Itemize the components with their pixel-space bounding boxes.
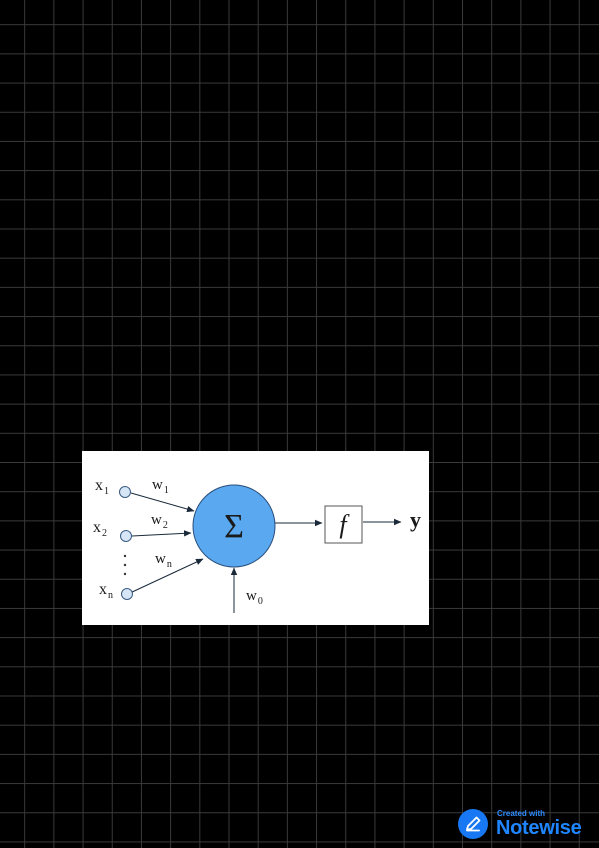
weight-label-2: w2 [151,512,168,531]
neuron-diagram: Σ f y x1 x2 xn w1 w2 wn w0 [82,451,429,625]
input-label-2: x2 [93,519,107,539]
bias-label: w0 [246,588,263,607]
neuron-body [192,484,276,568]
watermark-created-text: Created with [497,809,546,818]
input-node-2 [120,530,132,542]
ellipsis-dot [123,563,127,567]
output-label: y [410,507,421,532]
sum-symbol: Σ [224,508,244,545]
notewise-watermark: Created with Notewise [456,808,592,842]
weight-label-1: w1 [152,477,169,496]
input-label-1: x1 [95,477,109,497]
pencil-icon [458,809,488,839]
edge-x2 [131,530,192,537]
activation-label: f [339,510,350,539]
watermark-brand-name: Notewise [496,817,582,839]
activation-box [324,505,363,544]
input-label-n: xn [99,581,113,601]
input-node-n [121,588,133,600]
input-node-1 [119,486,131,498]
ellipsis-dot [123,554,127,558]
weight-label-n: wn [155,551,172,570]
ellipsis-dot [123,572,127,576]
neuron-svg: Σ f y x1 x2 xn w1 w2 wn w0 [93,477,421,613]
edge-x1 [130,492,195,513]
edge-xn [129,558,204,594]
